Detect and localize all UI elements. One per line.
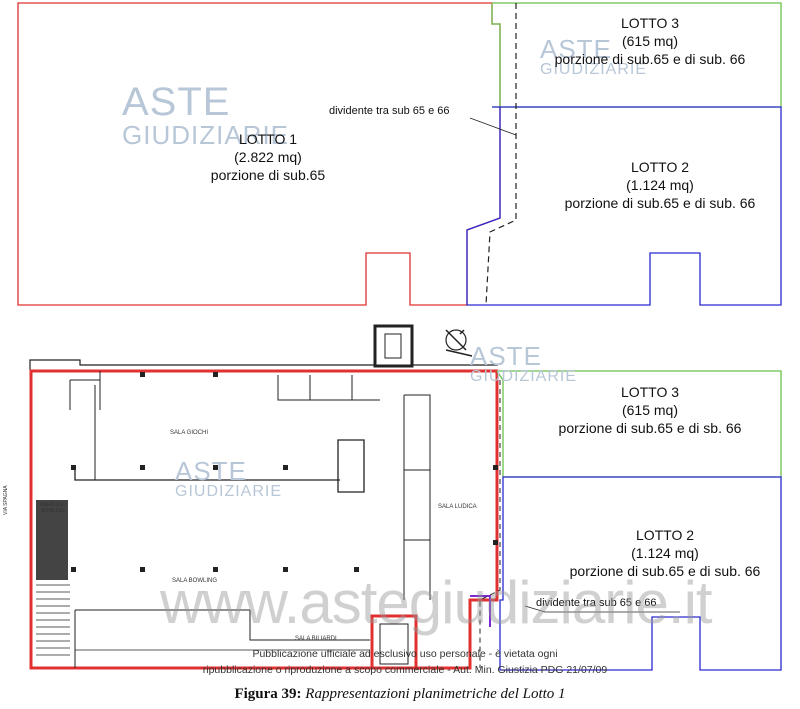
divider-label-bottom: dividente tra sub 65 e 66 — [536, 597, 657, 609]
room-sala-biliardi: SALA BILIARDI — [295, 636, 337, 642]
divider-label-top: dividente tra sub 65 e 66 — [329, 105, 450, 117]
publication-notice: Pubblicazione ufficiale ad esclusivo uso… — [202, 648, 608, 676]
lotto3-label-bottom: LOTTO 3 (615 mq) porzione di sub.65 e di… — [558, 384, 742, 436]
watermark-aste-top-right: ASTE GIUDIZIARIE — [540, 34, 648, 78]
figure-caption: Figura 39: Rappresentazioni planimetrich… — [0, 686, 800, 703]
lotto1-label: LOTTO 1 (2.822 mq) porzione di sub.65 — [210, 131, 326, 183]
street-label: VIA SPAGNA — [3, 485, 9, 515]
caption-text: Rappresentazioni planimetriche del Lotto… — [305, 686, 566, 702]
room-sala-bowling: SALA BOWLING — [172, 578, 218, 584]
room-sala-giochi: SALA GIOCHI — [170, 430, 209, 436]
watermark-aste-top-left: ASTE GIUDIZIARIE — [122, 80, 290, 150]
lotto2-outline-top — [466, 106, 782, 306]
caption-label: Figura 39: — [234, 686, 302, 702]
room-sala-ludica: SALA LUDICA — [438, 504, 477, 510]
lotto2-outline-bottom — [499, 476, 782, 671]
lotto2-label-bottom: LOTTO 2 (1.124 mq) porzione di sub.65 e … — [569, 527, 761, 579]
room-ingresso: INGRESSO BOWLING — [39, 502, 67, 514]
divider-line-top — [485, 3, 517, 306]
lotto2-label-top: LOTTO 2 (1.124 mq) porzione di sub.65 e … — [564, 159, 756, 211]
watermark-aste-bottom-left: ASTE GIUDIZIARIE — [175, 456, 283, 500]
watermark-aste-bottom-right: ASTE GIUDIZIARIE — [470, 341, 578, 385]
watermark-site-url: www.astegiudiziarie.it — [160, 569, 713, 636]
lotto3-label-top: LOTTO 3 (615 mq) porzione di sub.65 e di… — [554, 15, 746, 67]
